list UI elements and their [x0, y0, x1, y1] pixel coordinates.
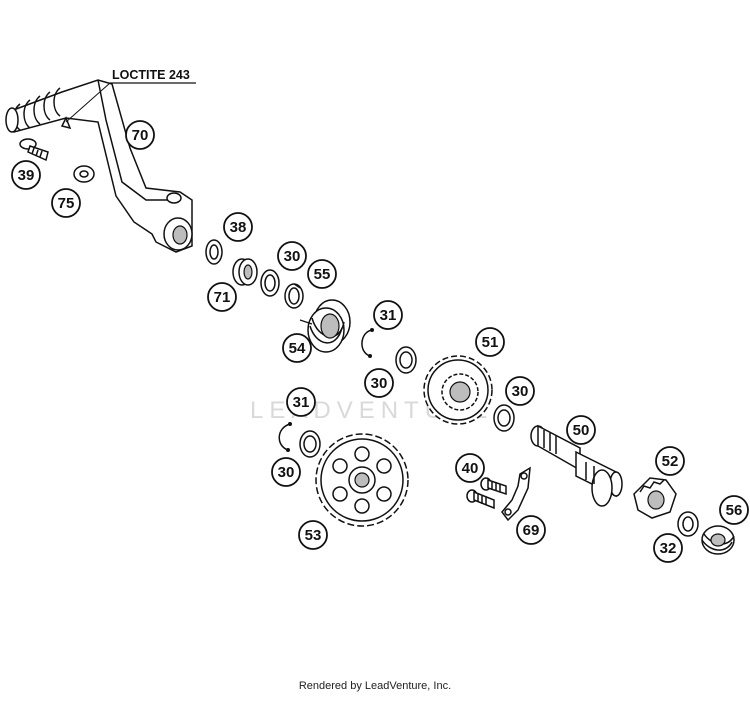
svg-text:38: 38 — [230, 219, 247, 236]
washer-38-part[interactable] — [205, 239, 223, 265]
svg-text:52: 52 — [662, 453, 679, 470]
washer-30-mid-part[interactable] — [395, 346, 417, 374]
washer-30-right-part[interactable] — [493, 404, 515, 432]
svg-text:69: 69 — [523, 522, 540, 539]
svg-text:30: 30 — [371, 375, 388, 392]
callout-71: 71 — [207, 282, 237, 312]
callout-53: 53 — [298, 520, 328, 550]
svg-text:31: 31 — [380, 307, 397, 324]
callout-30-mid: 30 — [364, 368, 394, 398]
gear-53-part[interactable] — [315, 433, 409, 527]
callout-69: 69 — [516, 515, 546, 545]
svg-text:30: 30 — [278, 464, 295, 481]
footer-credit: Rendered by LeadVenture, Inc. — [298, 680, 452, 692]
callout-30-right: 30 — [505, 376, 535, 406]
callout-32: 32 — [653, 533, 683, 563]
callout-56: 56 — [719, 495, 749, 525]
screw-39-part[interactable] — [19, 138, 49, 162]
callout-55: 55 — [307, 259, 337, 289]
callout-52: 52 — [655, 446, 685, 476]
callout-31-upper: 31 — [373, 300, 403, 330]
guide-plate-69-part[interactable] — [501, 466, 531, 522]
svg-text:32: 32 — [660, 540, 677, 557]
callout-70: 70 — [125, 120, 155, 150]
screw-40-part[interactable] — [466, 477, 507, 510]
callout-75: 75 — [51, 188, 81, 218]
svg-text:51: 51 — [482, 334, 499, 351]
svg-text:75: 75 — [58, 195, 75, 212]
washer-30-lower-part[interactable] — [299, 430, 321, 458]
svg-text:54: 54 — [289, 340, 306, 357]
callout-40: 40 — [455, 453, 485, 483]
shaft-50-part[interactable] — [530, 424, 623, 507]
washer-75-part[interactable] — [73, 165, 95, 183]
svg-text:50: 50 — [573, 422, 590, 439]
callout-31-lower: 31 — [286, 387, 316, 417]
callout-38: 38 — [223, 212, 253, 242]
ratchet-52-part[interactable] — [633, 477, 677, 519]
callout-50: 50 — [566, 415, 596, 445]
svg-text:40: 40 — [462, 460, 479, 477]
svg-text:30: 30 — [512, 383, 529, 400]
spring-54-part[interactable] — [299, 299, 351, 353]
svg-text:53: 53 — [305, 527, 322, 544]
svg-text:30: 30 — [284, 248, 301, 265]
svg-text:70: 70 — [132, 127, 149, 144]
callout-39: 39 — [11, 160, 41, 190]
callout-51: 51 — [475, 327, 505, 357]
svg-text:71: 71 — [214, 289, 231, 306]
svg-text:31: 31 — [293, 394, 310, 411]
ring-55-part[interactable] — [284, 283, 304, 309]
spring-56-part[interactable] — [701, 525, 735, 555]
kick-lever-part[interactable] — [5, 79, 193, 253]
svg-text:55: 55 — [314, 266, 331, 283]
gear-51-part[interactable] — [423, 355, 493, 425]
svg-text:39: 39 — [18, 167, 35, 184]
washer-32-part[interactable] — [677, 511, 699, 537]
circlip-31-upper-part[interactable] — [361, 328, 374, 358]
loctite-note: LOCTITE 243 — [112, 68, 190, 82]
svg-text:56: 56 — [726, 502, 743, 519]
washer-30-top-part[interactable] — [260, 269, 280, 297]
circlip-31-lower-part[interactable] — [278, 422, 292, 452]
callout-30-top: 30 — [277, 241, 307, 271]
bushing-71-part[interactable] — [232, 258, 258, 286]
callout-54: 54 — [282, 333, 312, 363]
callout-30-lower: 30 — [271, 457, 301, 487]
